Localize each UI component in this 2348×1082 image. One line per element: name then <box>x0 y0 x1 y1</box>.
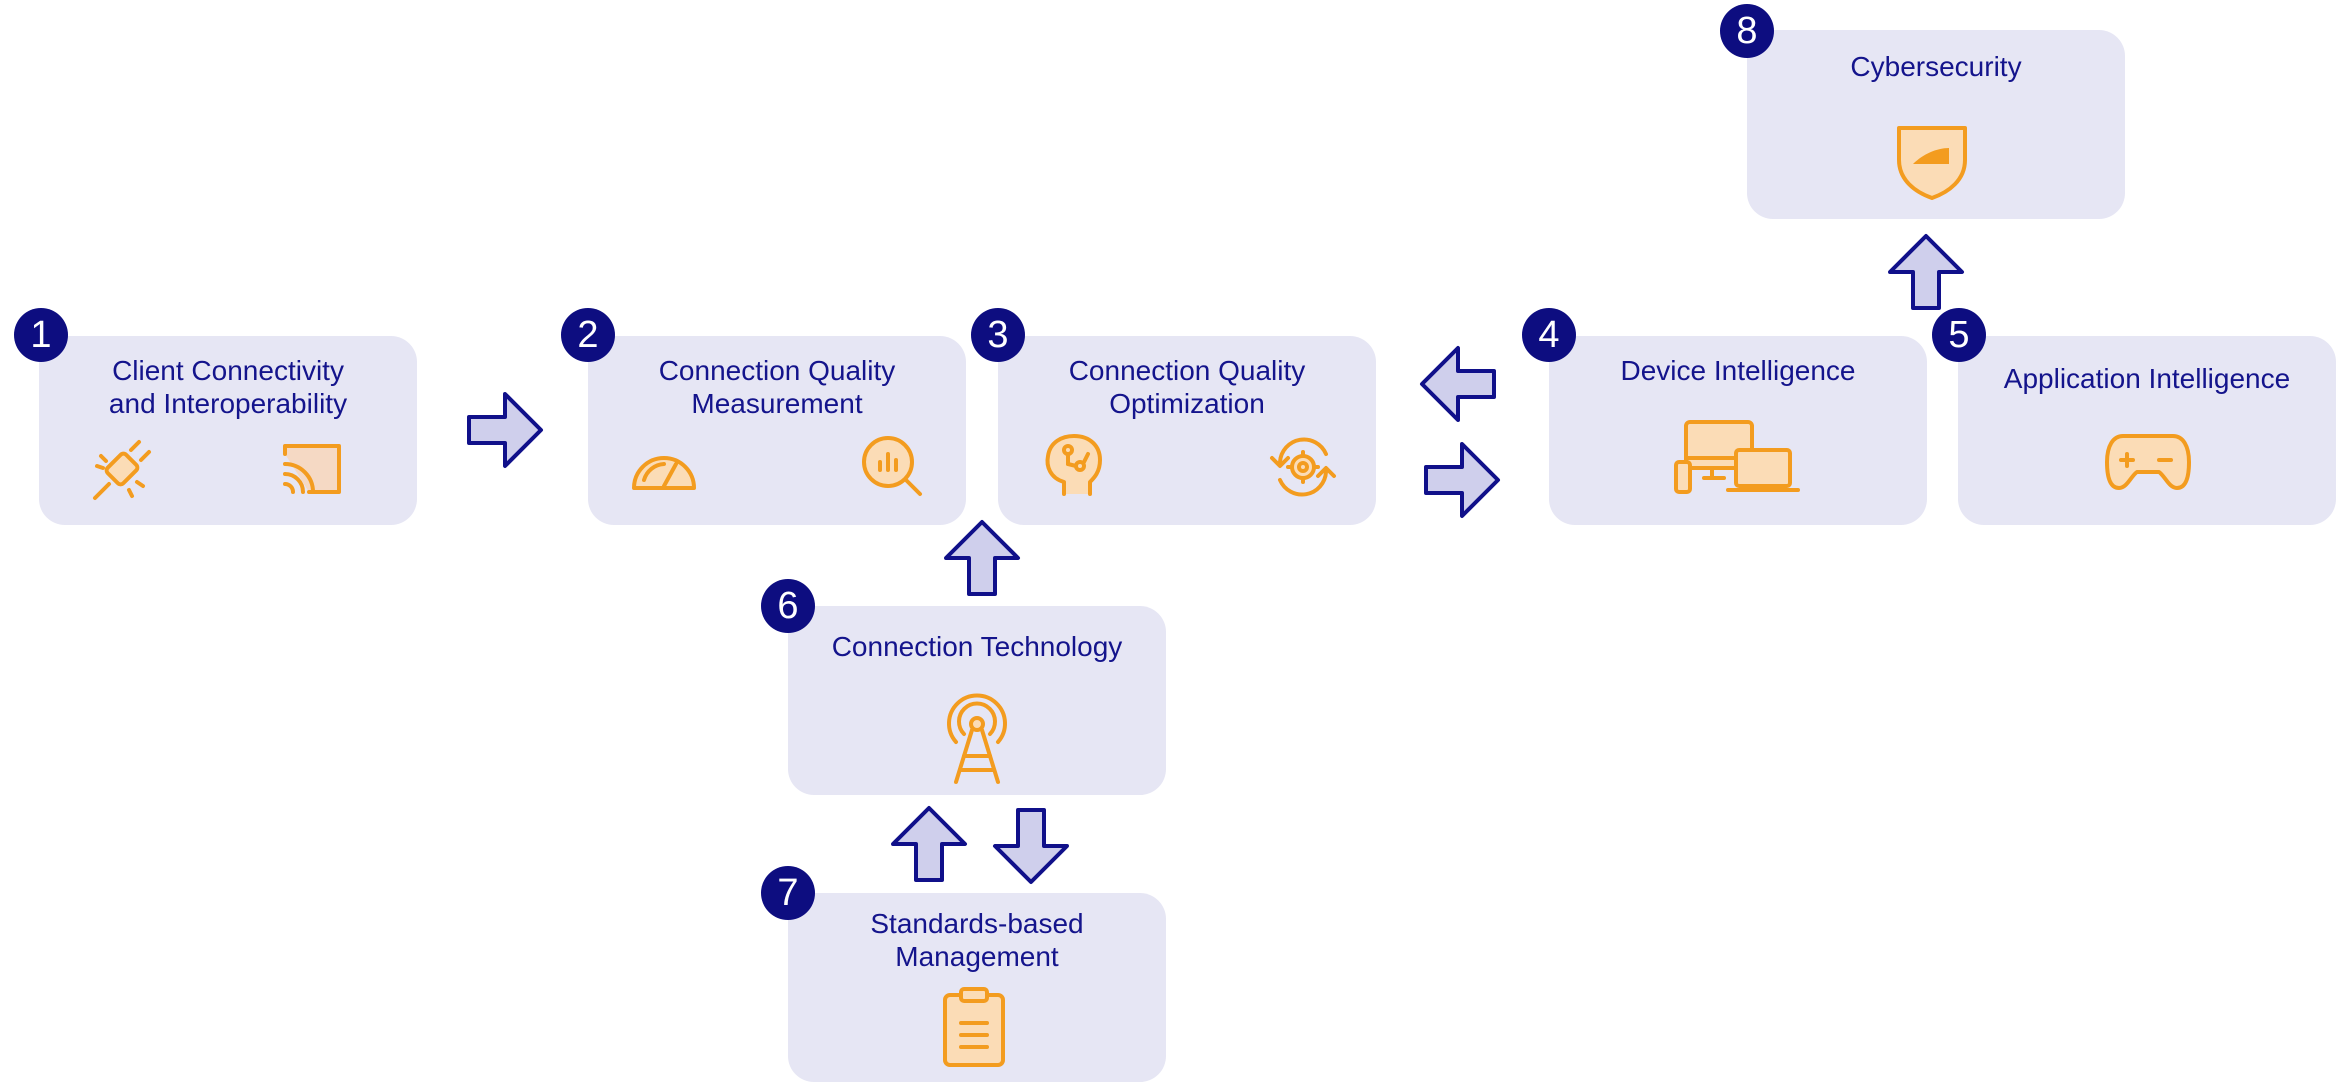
node-client-connectivity: Client Connectivity and Interoperability <box>39 336 417 525</box>
node-title: Connection Quality Measurement <box>658 355 896 419</box>
arrow-6-to-7 <box>993 808 1069 884</box>
arrow-5-to-8 <box>1888 234 1964 310</box>
shield-icon <box>1893 120 1971 202</box>
devices-icon <box>1674 418 1800 498</box>
step-badge: 8 <box>1720 4 1774 58</box>
clipboard-icon <box>941 985 1007 1067</box>
node-connection-quality-optimization: Connection Quality Optimization <box>998 336 1376 525</box>
node-title: Connection Technology <box>831 631 1123 662</box>
node-cybersecurity: Cybersecurity <box>1747 30 2125 219</box>
step-badge: 7 <box>761 866 815 920</box>
speedometer-icon <box>630 438 698 492</box>
step-badge: 3 <box>971 308 1025 362</box>
node-standards-based-management: Standards-based Management <box>788 893 1166 1082</box>
node-connection-technology: Connection Technology <box>788 606 1166 795</box>
magnifier-chart-icon <box>860 434 926 500</box>
step-badge: 1 <box>14 308 68 362</box>
arrow-1-to-2 <box>467 392 543 468</box>
node-application-intelligence: Application Intelligence <box>1958 336 2336 525</box>
node-title: Standards-based Management <box>870 908 1084 972</box>
step-badge: 5 <box>1932 308 1986 362</box>
gear-refresh-icon <box>1268 436 1338 498</box>
gamepad-icon <box>2103 426 2193 496</box>
node-title: Client Connectivity and Interoperability <box>108 355 348 419</box>
node-title: Device Intelligence <box>1620 355 1856 386</box>
step-badge: 6 <box>761 579 815 633</box>
arrow-7-to-6 <box>891 806 967 882</box>
step-badge: 4 <box>1522 308 1576 362</box>
arrow-4-to-3 <box>1420 346 1496 422</box>
plug-disconnected-icon <box>87 436 157 506</box>
step-badge: 2 <box>561 308 615 362</box>
arrow-6-to-2 <box>944 520 1020 596</box>
arrow-3-to-4 <box>1424 442 1500 518</box>
radio-tower-icon <box>944 693 1010 786</box>
node-device-intelligence: Device Intelligence <box>1549 336 1927 525</box>
node-title: Application Intelligence <box>2003 363 2291 394</box>
head-circuit-icon <box>1042 432 1104 498</box>
cast-screen-icon <box>279 440 345 500</box>
node-connection-quality-measurement: Connection Quality Measurement <box>588 336 966 525</box>
node-title: Cybersecurity <box>1850 51 2022 82</box>
node-title: Connection Quality Optimization <box>1068 355 1306 419</box>
